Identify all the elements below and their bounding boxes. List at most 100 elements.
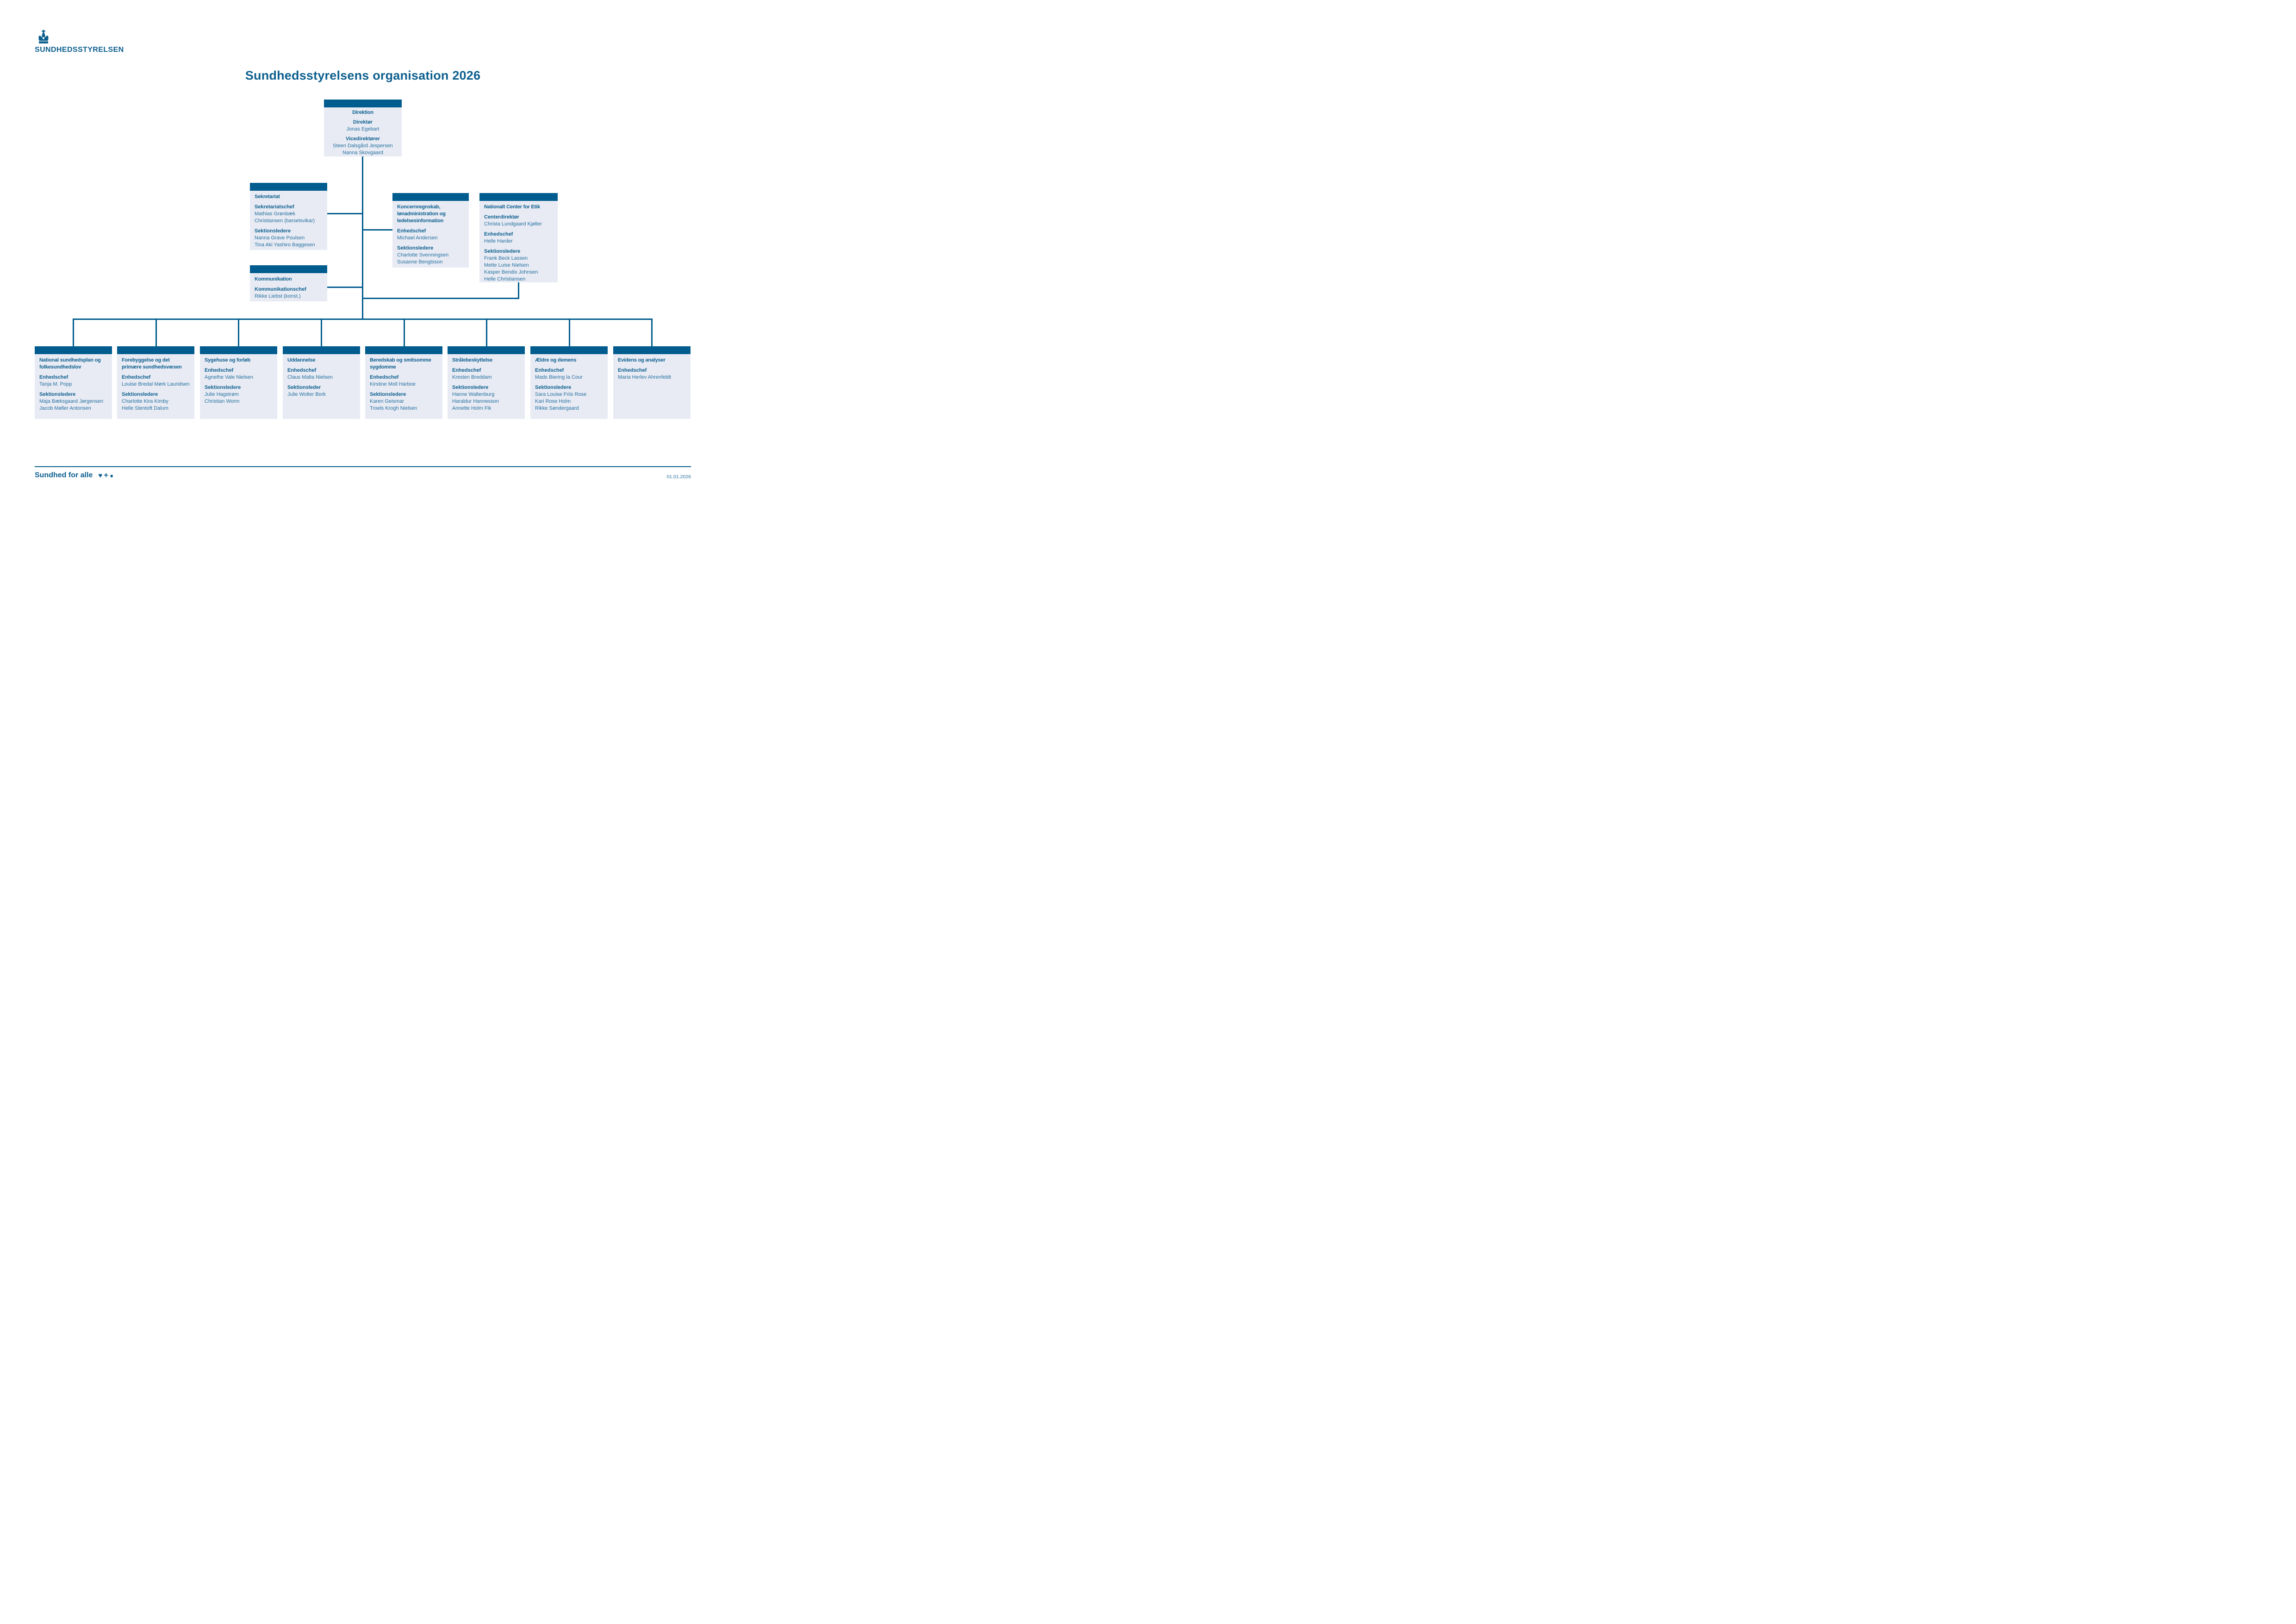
person-name: Nanna Grave Poulsen: [255, 235, 305, 241]
connector-drop-5: [404, 319, 405, 346]
page-title: Sundhedsstyrelsens organisation 2026: [245, 69, 481, 82]
person-name: Troels Krogh Nielsen: [370, 406, 417, 411]
org-box-title: Sekretariat: [255, 194, 280, 200]
person-name: Louise Bredal Mørk Lauridsen: [122, 381, 190, 387]
person-name: Tina Aki Yashiro Baggesen: [255, 242, 315, 248]
role-label: Enhedschef: [397, 228, 426, 234]
circle-icon: ●: [110, 472, 114, 479]
person-name: Charlotte Svenningsen: [397, 252, 449, 258]
connector-drop-1: [73, 319, 74, 346]
box-header-bar: [283, 346, 360, 354]
role-label: Direktør: [353, 119, 373, 125]
connector-etik-horizontal: [363, 298, 519, 299]
role-label: Enhedschef: [122, 375, 151, 380]
person-name: Helle Stentoft Dalum: [122, 406, 168, 411]
connector-etik-vertical: [518, 282, 519, 299]
org-box-title: Koncernregnskab, lønadministration og le…: [397, 204, 446, 224]
org-box-title: Strålebeskyttelse: [452, 357, 493, 363]
connector-distribution: [73, 319, 653, 320]
role-label: Enhedschef: [452, 368, 481, 373]
role-label: Enhedschef: [287, 368, 317, 373]
person-name: Annette Holm Fik: [452, 406, 492, 411]
role-label: Enhedschef: [618, 368, 647, 373]
person-name: Mads Biering la Cour: [535, 375, 583, 380]
org-box-national-sundhedsplan: National sundhedsplan og folkesundhedslo…: [35, 346, 112, 419]
person-name: Agnethe Vale Nielsen: [205, 375, 253, 380]
org-box-title: Evidens og analyser: [618, 357, 666, 363]
role-label: Sektionsledere: [484, 249, 521, 254]
role-label: Enhedschef: [39, 375, 68, 380]
person-name: Julie Hagstrøm: [205, 392, 239, 397]
role-label: Sektionsleder: [287, 385, 321, 390]
connector-kommunikation: [327, 287, 363, 288]
role-label: Enhedschef: [205, 368, 234, 373]
connector-drop-3: [238, 319, 239, 346]
role-label: Sektionsledere: [452, 385, 489, 390]
role-label: Sektionsledere: [205, 385, 241, 390]
footer-divider: [35, 466, 691, 467]
role-label: Enhedschef: [484, 231, 513, 237]
person-name: Christian Worm: [205, 399, 240, 404]
person-name: Jacob Møller Antonsen: [39, 406, 91, 411]
person-name: Hanne Waltenburg: [452, 392, 495, 397]
person-name: Nanna Skovgaard: [342, 150, 384, 156]
role-label: Enhedschef: [535, 368, 564, 373]
person-name: Rikke Liebst (konst.): [255, 294, 301, 299]
person-name: Kresten Breddam: [452, 375, 492, 380]
connector-koncernregnskab: [363, 229, 392, 231]
org-box-title: Kommunikation: [255, 276, 292, 282]
org-box-forebyggelse: Forebyggelse og det primære sundhedsvæse…: [117, 346, 194, 419]
org-box-title: Sygehuse og forløb: [205, 357, 251, 363]
role-label: Sektionsledere: [535, 385, 572, 390]
person-name: Susanne Bengtsson: [397, 259, 443, 265]
person-name: Christa Lundgaard Kjøller: [484, 221, 542, 227]
person-name: Claus Malta Nielsen: [287, 375, 333, 380]
person-name: Mathias Grønbæk Christiansen (barselsvik…: [255, 211, 315, 224]
person-name: Maja Bæksgaard Jørgensen: [39, 399, 104, 404]
person-name: Steen Dalsgård Jespersen: [333, 143, 393, 149]
role-label: Kommunikationschef: [255, 287, 306, 292]
org-box-title: Direktion: [352, 110, 373, 115]
role-label: Sektionsledere: [39, 392, 76, 397]
logo-wordmark: SUNDHEDSSTYRELSEN: [35, 46, 124, 54]
role-label: Sekretariatschef: [255, 204, 294, 210]
box-header-bar: [479, 193, 558, 201]
person-name: Maria Herlev Ahrenfeldt: [618, 375, 671, 380]
org-box-koncernregnskab: Koncernregnskab, lønadministration og le…: [392, 193, 469, 268]
person-name: Kasper Bendix Johnsen: [484, 269, 538, 275]
connector-sekretariat: [327, 213, 363, 214]
person-name: Mette Luise Nielsen: [484, 262, 529, 268]
plus-icon: +: [104, 470, 109, 480]
box-header-bar: [250, 265, 327, 273]
crown-icon: [38, 30, 49, 44]
connector-trunk: [362, 156, 363, 320]
box-header-bar: [530, 346, 608, 354]
footer-logo-icons: ♥ + ●: [98, 470, 114, 480]
box-header-bar: [35, 346, 112, 354]
person-name: Charlotte Kira Kimby: [122, 399, 168, 404]
